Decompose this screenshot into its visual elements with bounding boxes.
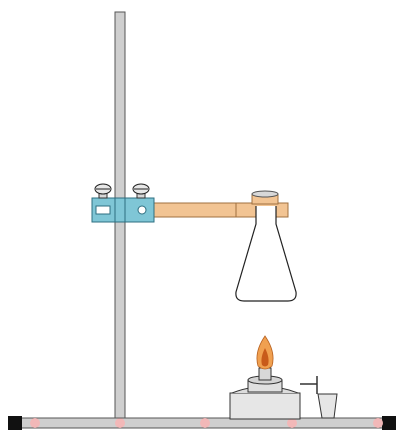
boss-head-clamp xyxy=(91,183,155,223)
thumb-screw-icon xyxy=(94,183,112,199)
thumb-screw-icon xyxy=(132,183,150,199)
base-marker xyxy=(373,418,383,428)
base-right-foot xyxy=(382,416,396,430)
base-marker xyxy=(200,418,210,428)
flame xyxy=(256,335,274,370)
base-marker xyxy=(287,418,297,428)
alcohol-burner xyxy=(229,367,318,420)
base-marker xyxy=(115,418,125,428)
clamp-screw xyxy=(137,205,147,215)
burner-cap xyxy=(317,393,338,419)
retort-stand-base xyxy=(8,416,396,430)
clamp-arm xyxy=(153,190,289,218)
conical-flask xyxy=(235,206,297,302)
base-marker xyxy=(30,418,40,428)
base-left-foot xyxy=(8,416,22,430)
clamp-slot xyxy=(95,205,111,215)
